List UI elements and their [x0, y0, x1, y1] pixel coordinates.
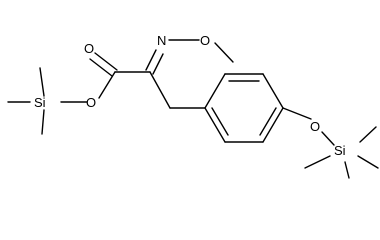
bond-o-si — [321, 131, 335, 146]
structure-diagram: O N O O Si O Si — [7, 33, 379, 179]
bond-carbonyl-double-2 — [89, 58, 113, 77]
aryl-silicon-label: Si — [334, 143, 346, 158]
bond-carbonyl-double — [94, 52, 118, 71]
ring-bond-4 — [262, 107, 284, 143]
oxime-nitrogen-label: N — [157, 33, 166, 48]
bond-si-methyl-down — [41, 109, 45, 135]
phenol-oxygen-label: O — [310, 119, 320, 134]
bond-si2-methyl-down — [344, 161, 350, 179]
bond-o-methyl — [214, 42, 234, 63]
ring-bond-1 — [204, 73, 226, 109]
bond-ring-o — [282, 107, 312, 120]
bond-cn-double-2 — [152, 53, 164, 75]
ring-inner-2 — [259, 107, 277, 136]
bond-si2-methyl-right — [359, 126, 377, 143]
ring-bond-3 — [262, 73, 284, 109]
bond-si2-methyl-far-right — [357, 155, 379, 169]
oxime-oxygen-label: O — [200, 33, 210, 48]
ester-silicon-label: Si — [34, 95, 46, 110]
carbonyl-oxygen-label: O — [84, 41, 94, 56]
ester-oxygen-label: O — [86, 95, 96, 110]
bond-carbonyl-ester-o — [98, 71, 116, 99]
bond-cn-double — [145, 49, 157, 71]
atom-labels: O N O O Si O Si — [34, 33, 346, 158]
ring-bond-6 — [204, 107, 226, 143]
ring-inner-3 — [211, 107, 229, 136]
bond-si-methyl-up — [39, 67, 45, 97]
bond-si2-methyl-left — [304, 155, 331, 169]
bond-alpha-ch2 — [149, 71, 171, 109]
bonds — [7, 39, 379, 179]
